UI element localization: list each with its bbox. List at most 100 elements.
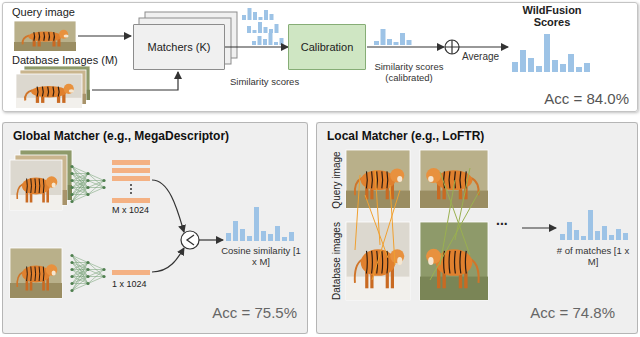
score-bar (574, 230, 579, 240)
tiger-face (428, 257, 433, 265)
tiger-stripe (43, 179, 45, 194)
network-edge (72, 173, 88, 174)
flow-arrow (367, 46, 444, 47)
tiger-figure (426, 249, 479, 288)
tiger-photo (420, 150, 488, 208)
score-bar (567, 222, 572, 240)
flow-arrow (78, 35, 131, 36)
bar-chart (252, 33, 284, 45)
tiger-stripe (47, 87, 49, 97)
global-matcher-panel: Global Matcher (e.g., MegaDescriptor)Acc… (2, 122, 308, 334)
bar-chart (512, 34, 590, 72)
tiger-stripe (53, 32, 55, 41)
network-unit (70, 172, 73, 175)
network-edge (72, 174, 88, 188)
ellipsis-dot (130, 188, 132, 190)
tiger-stripe (37, 87, 39, 97)
score-label: Cosine similarity [1 x M] (218, 246, 304, 267)
feature-vector (112, 160, 150, 165)
flow-arrow (199, 239, 223, 240)
network-edge (72, 263, 88, 277)
tiger-stripe (448, 251, 450, 274)
accuracy-label: Acc = 74.8% (530, 304, 615, 321)
score-bar (552, 60, 558, 72)
tiger-stripe (34, 179, 36, 194)
score-label: Similarity scores (230, 77, 299, 88)
score-bar (258, 22, 262, 33)
network-unit (70, 275, 73, 278)
tiger-stripe (33, 32, 35, 41)
tiger-stripe (30, 267, 32, 282)
tiger-figure (355, 168, 404, 199)
feature-vector (112, 168, 150, 173)
network-unit (70, 261, 73, 264)
photo-background (420, 222, 488, 300)
bar-chart (247, 22, 279, 33)
score-bar (263, 39, 267, 45)
ellipsis: ... (496, 213, 508, 229)
score-bar (520, 50, 526, 72)
network-unit (86, 275, 89, 278)
match-line (372, 190, 400, 280)
score-bar (247, 26, 251, 33)
network-edge (88, 270, 104, 277)
tiger-stripe (459, 171, 461, 188)
score-bar (264, 10, 268, 20)
network-edge (72, 284, 88, 291)
network-edge (88, 188, 104, 195)
bar-chart (242, 8, 274, 20)
tiger-head (46, 176, 57, 187)
score-bar (261, 231, 266, 241)
tiger-body (28, 32, 61, 42)
network-unit (70, 200, 73, 203)
tiger-face (428, 176, 433, 182)
network-edge (72, 167, 88, 195)
tiger-stripe (454, 251, 456, 274)
network-unit (86, 261, 89, 264)
tiger-figure (23, 30, 69, 47)
bar-chart (374, 29, 412, 45)
tiger-body (361, 249, 396, 276)
tiger-stripe (39, 179, 41, 194)
score-bar (616, 229, 621, 240)
score-bar (387, 39, 392, 45)
accuracy-label: Acc = 75.5% (212, 304, 297, 321)
match-line (355, 175, 360, 250)
tiger-stripe (381, 251, 383, 274)
tiger-face (52, 271, 56, 276)
box-label: Matchers (K) (148, 41, 211, 54)
score-bar (407, 40, 412, 45)
score-bar (512, 62, 518, 72)
network-unit (70, 254, 73, 257)
tiger-stripe (366, 251, 368, 274)
tiger-photo (420, 222, 488, 300)
score-bar (275, 226, 280, 241)
score-bar (226, 233, 231, 241)
match-line (430, 190, 480, 280)
sum-cross (445, 40, 459, 54)
image-label: Query image (12, 6, 75, 18)
network-unit (70, 282, 73, 285)
tiger-head (59, 30, 68, 39)
network-edge (88, 174, 104, 188)
network-edge (72, 262, 88, 263)
network-icon (70, 254, 105, 292)
network-unit (86, 282, 89, 285)
tiger-figure (17, 264, 57, 290)
cosine-symbol (181, 231, 199, 249)
score-bar (576, 67, 582, 72)
flow-arrow (152, 180, 184, 232)
bar-chart (560, 210, 628, 240)
score-bar (233, 221, 238, 241)
score-bar (269, 33, 273, 45)
score-bar (588, 210, 593, 240)
tiger-stripe (42, 87, 44, 97)
network-edge (72, 167, 88, 181)
score-label: Similarity scores (calibrated) (366, 62, 452, 83)
tiger-stripe (371, 171, 373, 188)
match-line (455, 168, 470, 240)
tiger-face (64, 35, 69, 38)
match-line (440, 180, 455, 265)
tiger-head (390, 168, 404, 182)
flow-arrow (459, 46, 508, 47)
